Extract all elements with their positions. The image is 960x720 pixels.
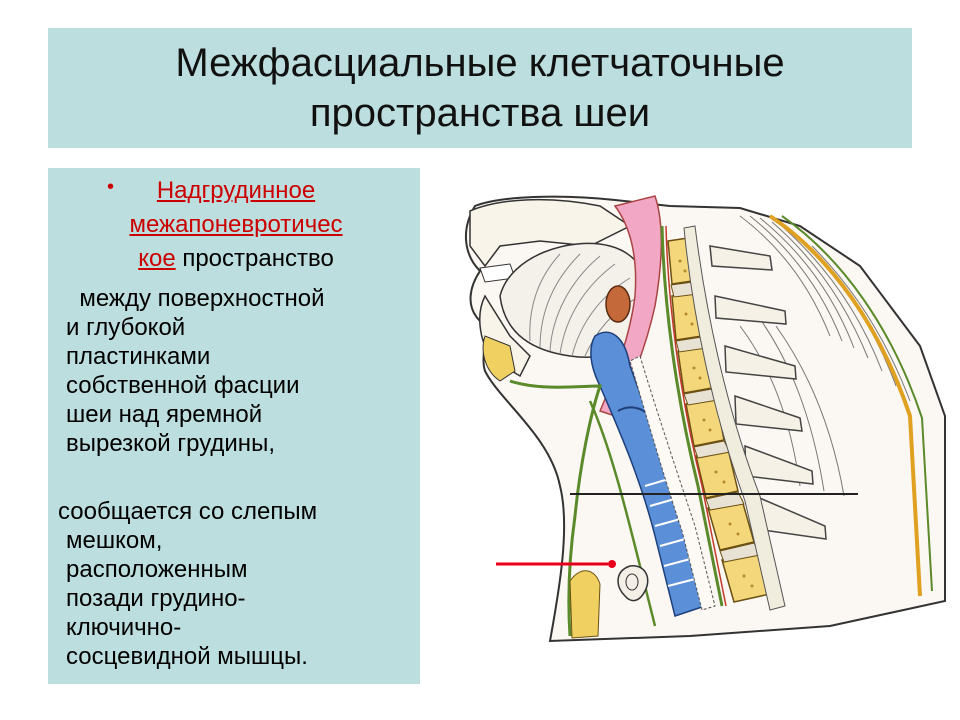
bullet-marker: • (107, 176, 115, 198)
paragraph-communication: сообщается со слепым мешком, расположенн… (58, 497, 406, 671)
posterior-fascia (768, 214, 922, 597)
intervertebral-discs (670, 281, 761, 563)
superficial-fascia (509, 379, 603, 637)
tongue-muscle-fibers (529, 253, 641, 357)
pretracheal-fascia (588, 400, 657, 627)
posterior-fascia-2 (781, 215, 933, 592)
paragraph1-line: и глубокой (66, 314, 186, 341)
tonsil (605, 285, 631, 323)
paragraph2-line: сосцевидной мышцы. (66, 643, 308, 670)
spinous-processes (709, 245, 827, 540)
paragraph2-line: позади грудино- (66, 585, 246, 612)
heading-rest: пространство (175, 245, 334, 272)
slide-title-line-1: Межфасциальные клетчаточные (175, 41, 785, 85)
text-box (48, 168, 420, 684)
spinal-cord (683, 225, 786, 611)
fascia-red-line (665, 225, 727, 607)
neck-sagittal-section-figure (464, 195, 946, 643)
heading-link-part-3[interactable]: кое (138, 245, 176, 272)
paragraph2-line: мешком, (66, 527, 163, 554)
paragraph-description: между поверхностной и глубокой пластинка… (66, 284, 406, 458)
paragraph1-line: между поверхностной (66, 285, 325, 312)
paragraph1-line: собственной фасции (66, 372, 300, 399)
heading-link-part-2[interactable]: межапоневротичес (129, 211, 343, 238)
pointer-dot (608, 560, 616, 568)
paragraph1-line: пластинками (66, 343, 211, 370)
esophagus (629, 355, 716, 611)
vertebra-speckles (678, 259, 754, 588)
paragraph2-line: ключично- (66, 614, 182, 641)
mandible-and-face (469, 198, 632, 268)
section-heading: Надгрудинное межапоневротичес кое простр… (66, 174, 406, 276)
submental-fat (482, 335, 516, 382)
heading-link-part-1[interactable]: Надгрудинное (156, 177, 316, 204)
sternum-section (617, 565, 649, 602)
paragraph1-line: вырезкой грудины, (66, 430, 275, 457)
paragraph1-line: шеи над яремной (66, 401, 263, 428)
paragraph2-line: расположенным (66, 556, 248, 583)
paragraph2-line: сообщается со слепым (58, 498, 318, 525)
slide-title-line-2: пространства шеи (309, 91, 651, 135)
title-box: Межфасциальные клетчаточные пространства… (48, 28, 912, 148)
suprasternal-space-fat (569, 570, 601, 639)
sternum-inner (625, 573, 639, 591)
prevertebral-fascia (660, 225, 724, 607)
